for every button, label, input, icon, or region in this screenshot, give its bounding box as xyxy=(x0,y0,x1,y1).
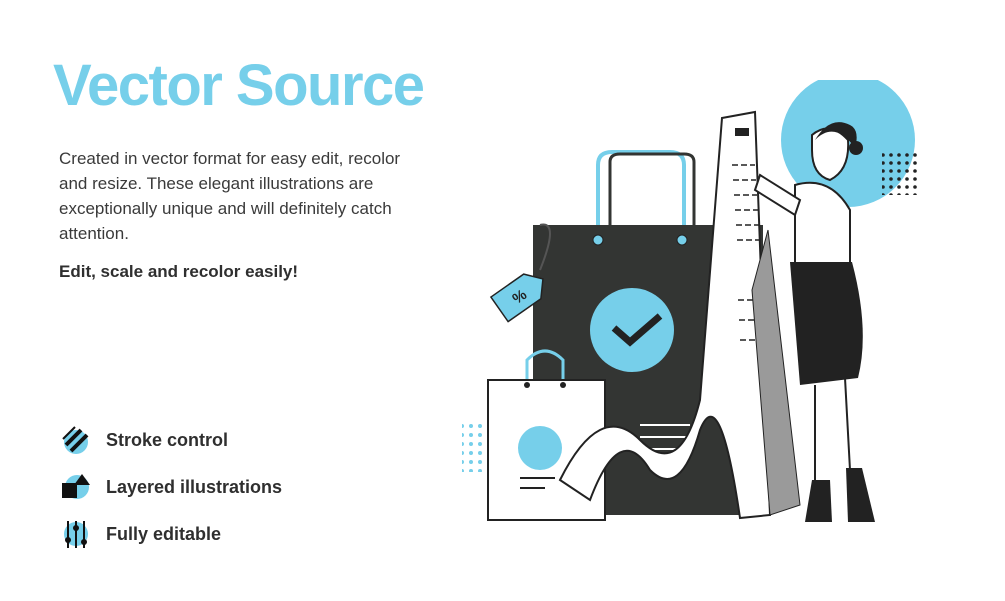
feature-label: Stroke control xyxy=(106,429,229,450)
emphasis-text: Edit, scale and recolor easily! xyxy=(59,262,299,281)
sliders-icon xyxy=(64,521,88,548)
layers-icon xyxy=(62,474,90,499)
feature-label: Fully editable xyxy=(106,523,222,544)
woman-figure xyxy=(753,122,875,522)
shopping-illustration: % xyxy=(462,80,918,522)
feature-layered: Layered illustrations xyxy=(60,471,282,503)
page-title: Vector Source xyxy=(53,53,425,118)
description: Created in vector format for easy edit, … xyxy=(59,149,401,243)
receipt xyxy=(558,110,772,520)
feature-label: Layered illustrations xyxy=(106,476,283,497)
stroke-icon xyxy=(62,426,89,454)
feature-editable: Fully editable xyxy=(60,518,221,550)
dot-grid xyxy=(882,150,918,195)
feature-stroke-control: Stroke control xyxy=(60,424,228,456)
price-tag xyxy=(489,273,544,323)
check-circle-icon xyxy=(590,288,674,372)
